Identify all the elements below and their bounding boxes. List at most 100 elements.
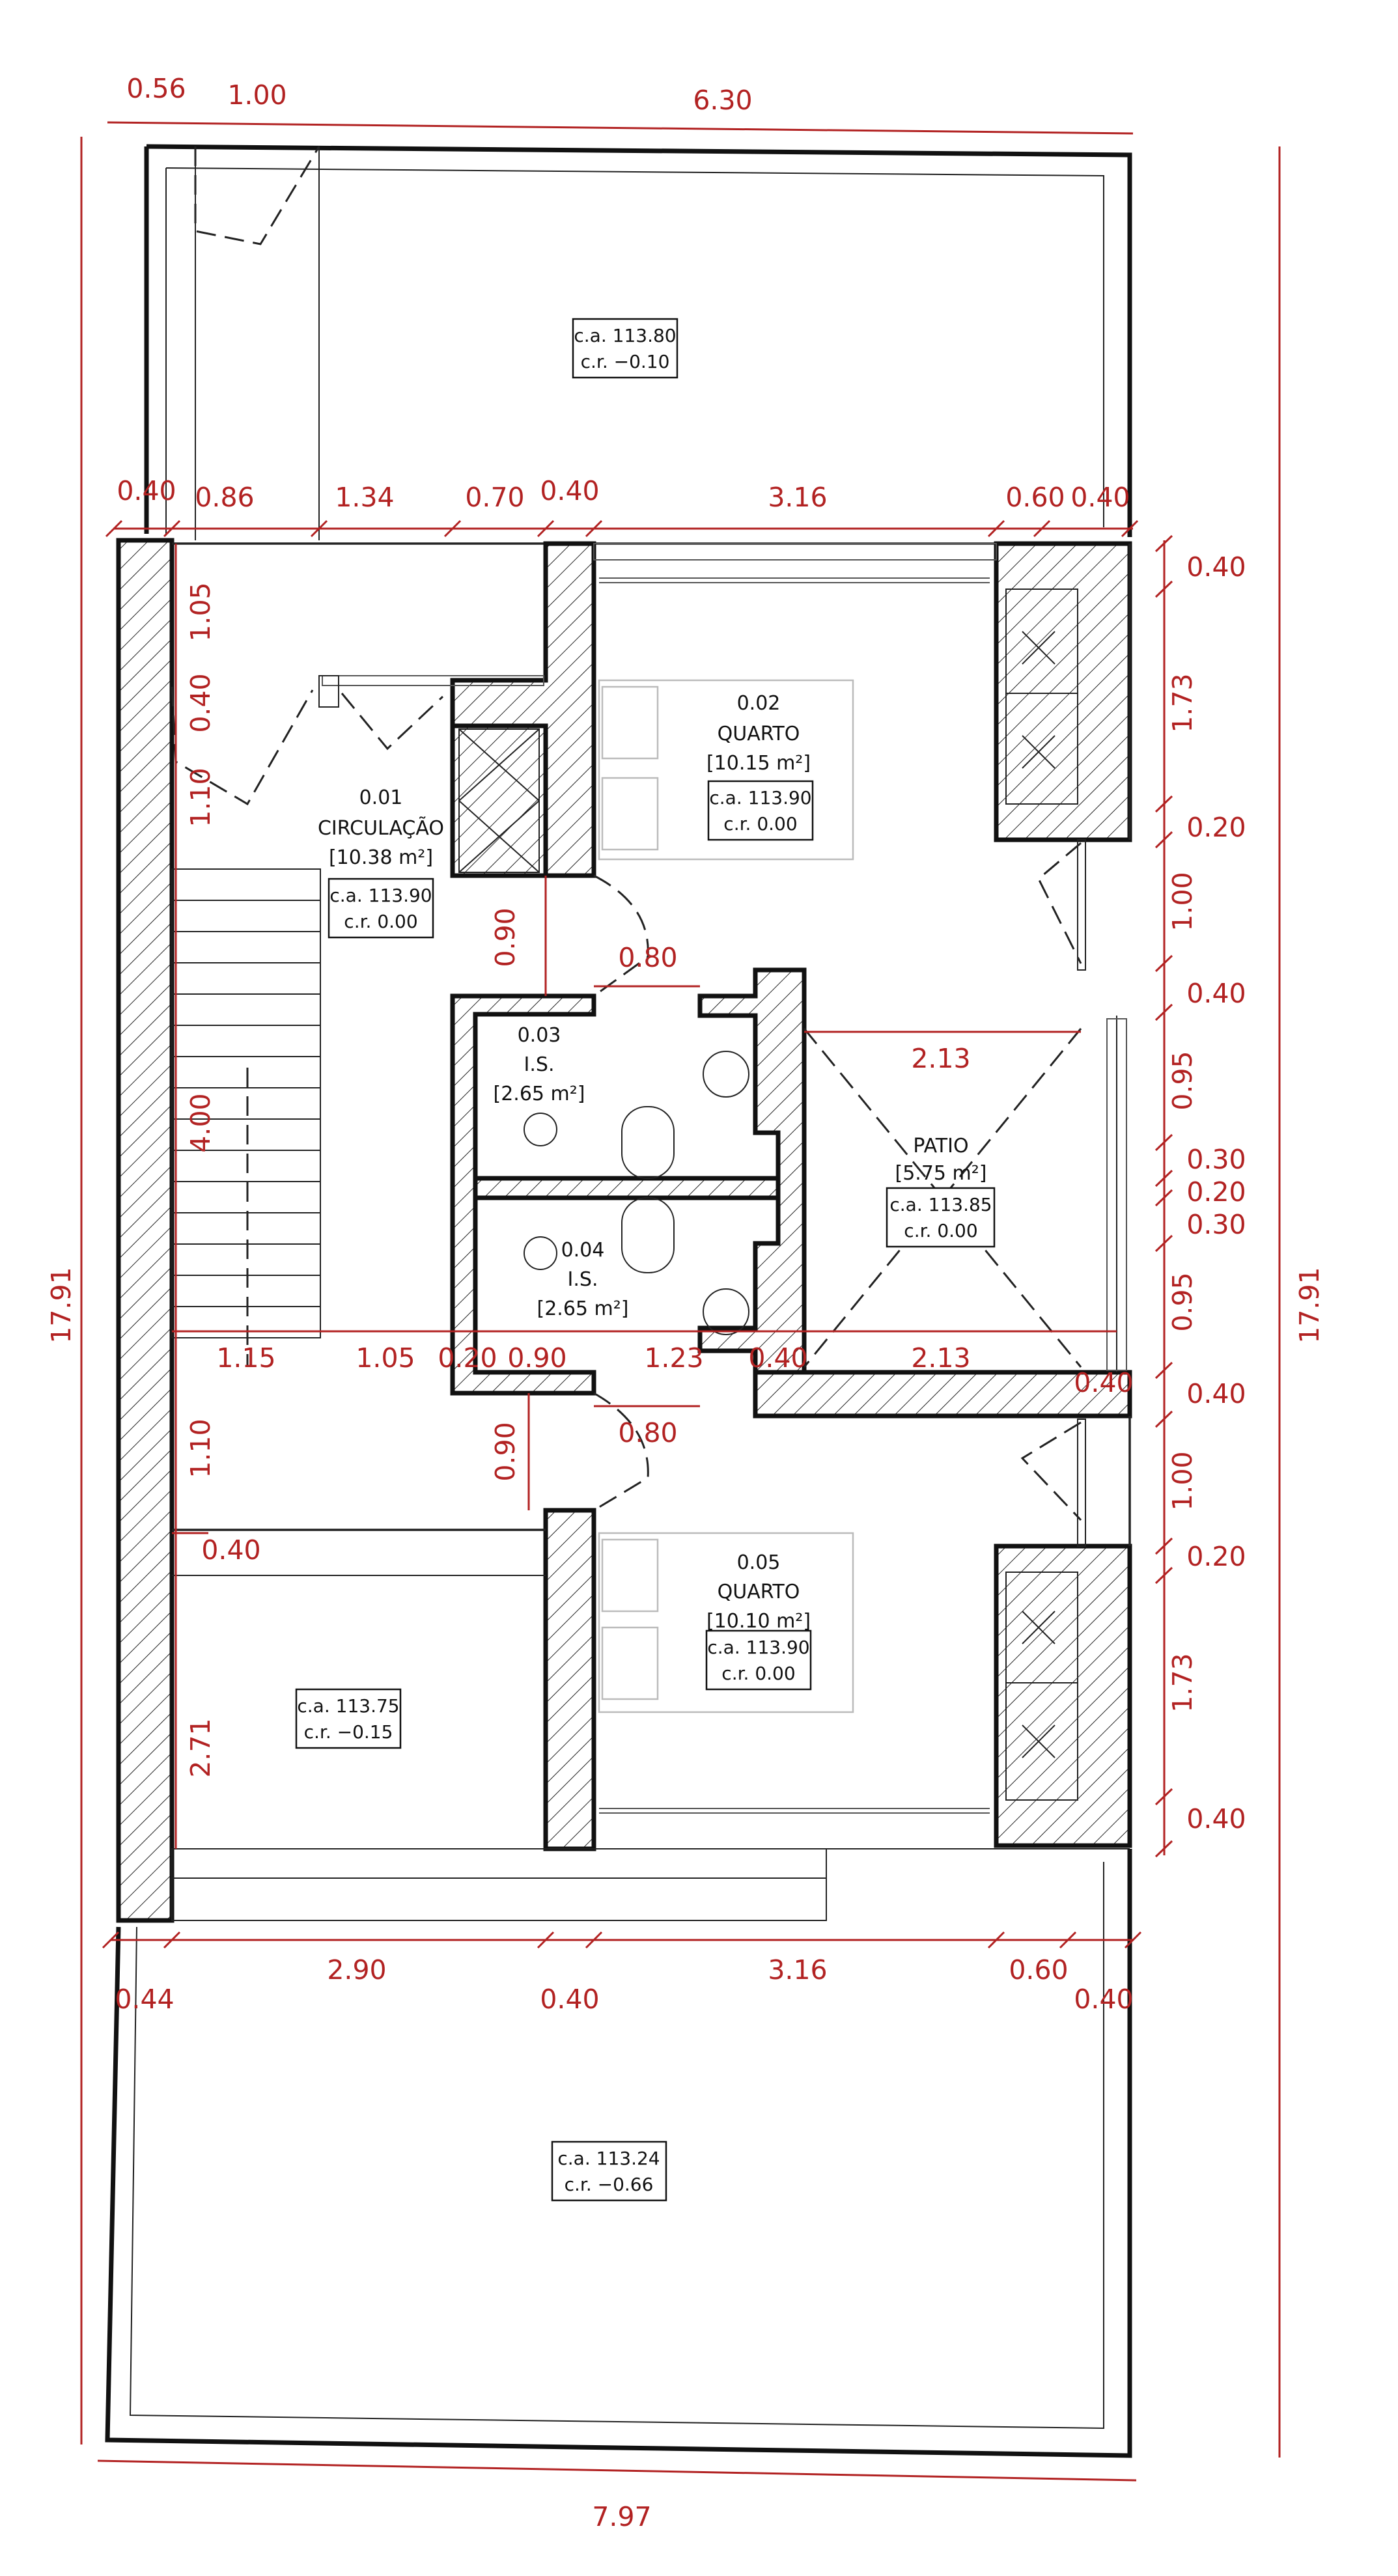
stairs — [171, 868, 321, 1367]
dimension-ticks — [102, 519, 1173, 1949]
bottom-yard-outline — [105, 1849, 1132, 2458]
dimension-tick — [105, 519, 123, 538]
room-code: 0.01 — [359, 786, 403, 809]
dim-label: 1.15 — [216, 1342, 275, 1374]
level-ca: c.a. 113.80 — [574, 325, 676, 346]
pillow-0-05a — [601, 1538, 659, 1613]
room-area: [10.38 m²] — [329, 846, 433, 869]
dim-label: 3.16 — [768, 482, 827, 513]
dim-label: 0.70 — [465, 482, 524, 513]
dim-label: 0.90 — [490, 1422, 521, 1481]
doors — [171, 146, 1086, 1547]
dimension-tick — [1033, 519, 1051, 538]
dim-label: 0.40 — [201, 1534, 260, 1566]
right-column-bottom — [994, 1544, 1132, 1848]
dim-label: 1.00 — [227, 79, 287, 111]
dimension-tick — [1154, 1234, 1173, 1253]
dim-label: 0.44 — [115, 1984, 174, 2015]
windows — [322, 543, 1127, 1814]
dimension-tick — [1154, 1003, 1173, 1021]
dim-label: 0.40 — [1074, 1367, 1133, 1398]
dimension-tick — [1154, 795, 1173, 813]
dimension-tick — [1154, 1840, 1173, 1858]
dim-label: 0.40 — [1070, 482, 1130, 513]
dim-label: 0.56 — [126, 73, 186, 104]
level-box — [572, 318, 678, 379]
dimension-tick — [585, 519, 603, 538]
level-box — [707, 780, 814, 841]
dimension-tick — [163, 1931, 181, 1949]
level-box — [705, 1629, 812, 1691]
drain-2 — [524, 1236, 557, 1270]
dim-label: 1.05 — [356, 1342, 415, 1374]
dim-label: 0.95 — [1167, 1272, 1198, 1331]
dim-label: 3.16 — [768, 1954, 827, 1986]
dim-label: 17.91 — [1294, 1267, 1325, 1343]
room-labels: 0.01 CIRCULAÇÃO [10.38 m²] 0.02 QUARTO [… — [318, 692, 987, 1633]
basin-1 — [703, 1051, 749, 1098]
window-circ — [322, 675, 544, 686]
door-0-05-right — [1020, 1421, 1082, 1521]
bottom-yard-inner — [129, 1862, 1104, 2430]
dim-label: 0.40 — [540, 475, 599, 506]
basin-2 — [703, 1288, 749, 1335]
bed-0-02 — [598, 679, 854, 861]
stair-treads — [172, 868, 320, 1307]
room-area: [10.15 m²] — [706, 752, 811, 775]
level-cr: c.r. 0.00 — [344, 911, 417, 932]
door-0-05-swing — [593, 1392, 649, 1512]
dimension-tick — [1154, 954, 1173, 973]
bath-wall-left — [450, 993, 596, 1396]
dim-bottom-total — [97, 2459, 1137, 2482]
x2 — [458, 728, 540, 801]
bed-0-05 — [598, 1532, 854, 1713]
room-area: [10.10 m²] — [706, 1610, 811, 1633]
rbx5 — [1022, 1724, 1055, 1758]
rx5 — [1022, 735, 1055, 769]
dim-label: 0.80 — [618, 1417, 677, 1448]
dim-label: 1.73 — [1167, 673, 1198, 732]
dimension-lines — [80, 121, 1281, 2482]
dimension-tick — [1154, 1169, 1173, 1187]
dim-label: 1.34 — [335, 482, 394, 513]
right-column-top — [994, 541, 1132, 842]
level-cr: c.r. −0.15 — [304, 1721, 393, 1743]
top-yard-outline-top — [146, 144, 1132, 537]
dimension-tick — [1154, 1566, 1173, 1585]
window-patio — [1106, 1018, 1127, 1371]
column-circ — [450, 723, 548, 878]
room-area: [2.65 m²] — [537, 1297, 629, 1320]
level-ca: c.a. 113.90 — [707, 1637, 809, 1658]
dim-label: 1.00 — [1167, 1451, 1198, 1510]
dim-label: 0.30 — [1186, 1209, 1246, 1240]
left-wall — [116, 538, 175, 1923]
level-box — [886, 1187, 996, 1248]
level-cr: c.r. −0.10 — [581, 351, 670, 372]
dim-label: 0.95 — [1167, 1051, 1198, 1110]
dimension-tick — [537, 519, 555, 538]
dim-label: 7.97 — [592, 2501, 651, 2532]
dim-label: 0.60 — [1005, 482, 1065, 513]
dimension-tick — [1154, 580, 1173, 598]
dimension-tick — [1154, 534, 1173, 553]
level-cr: c.r. 0.00 — [904, 1220, 977, 1241]
rbx3 — [1022, 1611, 1055, 1644]
dimension-tick — [1154, 831, 1173, 849]
wall-0-05-left — [543, 1508, 596, 1851]
dim-label: 0.40 — [117, 475, 176, 506]
level-cr: c.r. −0.66 — [565, 2174, 654, 2195]
dimension-tick — [443, 519, 462, 538]
dim-label: 2.71 — [185, 1718, 216, 1777]
level-box — [328, 878, 434, 939]
room-code: 0.05 — [737, 1551, 781, 1574]
level-ca: c.a. 113.24 — [557, 2148, 660, 2169]
dimension-tick — [1154, 1133, 1173, 1152]
dim-label: 0.20 — [1186, 1541, 1246, 1572]
door-frame-r1 — [1077, 839, 1086, 971]
level-cr: c.r. 0.00 — [721, 1663, 795, 1684]
dim-label: 0.40 — [1186, 551, 1246, 583]
bath-divider — [473, 1176, 807, 1200]
pillow-0-05b — [601, 1626, 659, 1700]
dimension-tick — [1154, 1361, 1173, 1379]
dimension-tick — [310, 519, 328, 538]
